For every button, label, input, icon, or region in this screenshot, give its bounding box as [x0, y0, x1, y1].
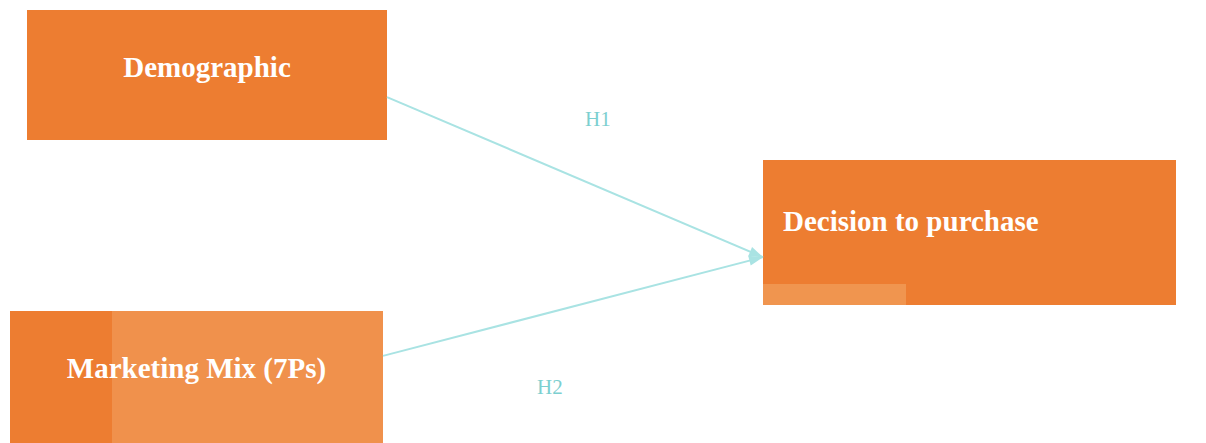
- connector-line: [387, 97, 763, 257]
- node-label: Decision to purchase: [783, 204, 1039, 238]
- arrow-head: [748, 256, 763, 266]
- hypothesis-arrow: [383, 256, 763, 356]
- arrow-head: [748, 247, 763, 257]
- shade-patch: [763, 284, 906, 305]
- outcome-box: Decision to purchase: [763, 160, 1176, 305]
- connector-line: [383, 257, 763, 356]
- variable-box: Marketing Mix (7Ps): [10, 311, 383, 443]
- hypothesis-label: H1: [585, 107, 611, 131]
- node-label: Marketing Mix (7Ps): [10, 351, 383, 385]
- hypothesis-label: H2: [537, 375, 563, 399]
- variable-box: Demographic: [27, 10, 387, 140]
- node-label: Demographic: [27, 50, 387, 84]
- hypothesis-arrow: [387, 97, 763, 257]
